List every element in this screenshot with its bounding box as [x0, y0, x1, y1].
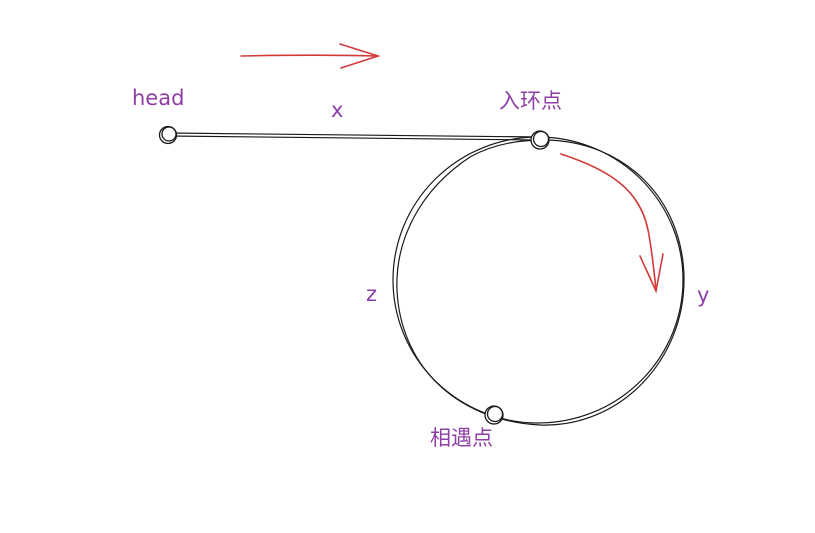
- meeting-point-label: 相遇点: [430, 426, 493, 450]
- segment-z-label: z: [366, 282, 378, 306]
- cycle-ring: [392, 136, 685, 426]
- meeting-point-node: [484, 405, 504, 425]
- direction-arrow-top: [240, 43, 381, 69]
- entry-point-label: 入环点: [499, 89, 562, 113]
- head-node: [158, 125, 178, 145]
- segment-y-label: y: [697, 283, 710, 307]
- direction-arrow-ring: [560, 153, 664, 294]
- segment-x-label: x: [331, 98, 344, 122]
- head-label: head: [132, 86, 185, 110]
- list-segment-x: [167, 132, 541, 141]
- entry-point-node: [530, 130, 550, 150]
